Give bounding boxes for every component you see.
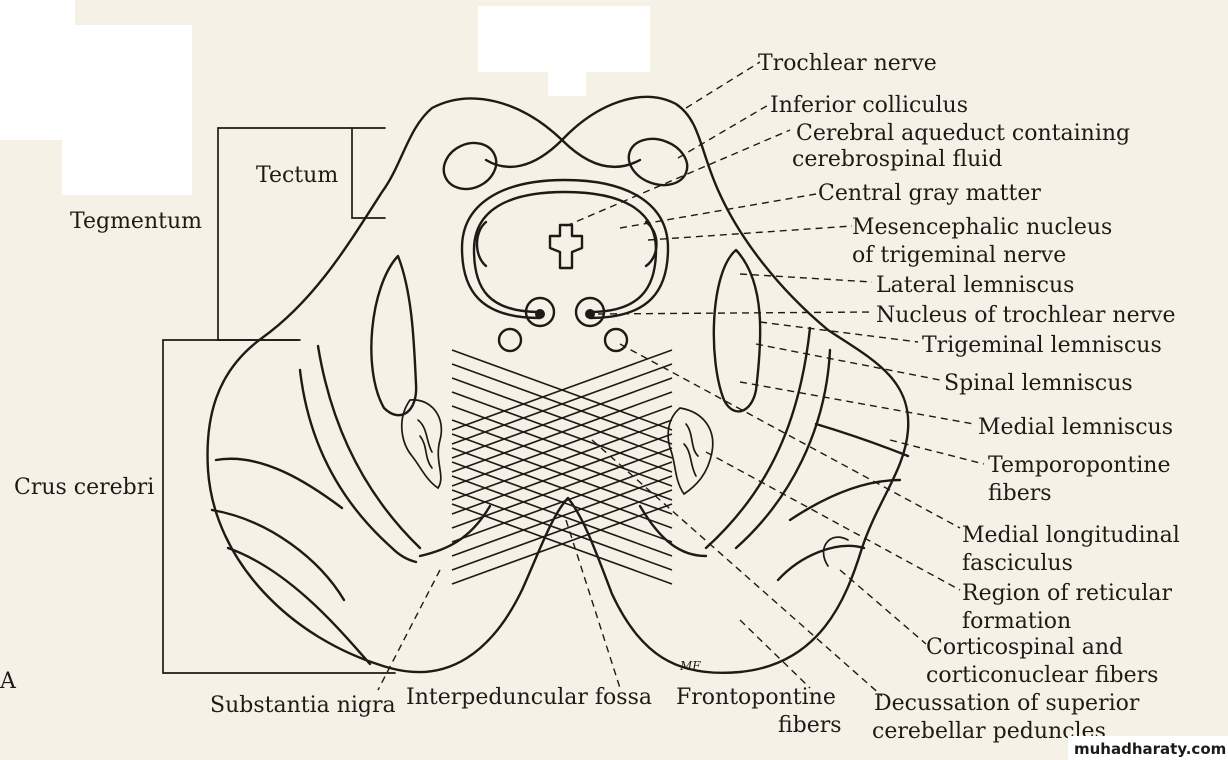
mesencephalic-nucleus-left xyxy=(475,220,488,268)
label-decussation-1: Decussation of superior xyxy=(874,691,1140,716)
label-spinal-lemniscus: Spinal lemniscus xyxy=(944,371,1133,396)
label-nucleus-trochlear: Nucleus of trochlear nerve xyxy=(876,303,1176,328)
decussation-fiber xyxy=(451,419,673,501)
tegmentum-bracket xyxy=(217,127,353,341)
crus-cerebri-bracket xyxy=(162,339,396,674)
leader-lines xyxy=(377,61,985,697)
label-substantia-nigra: Substantia nigra xyxy=(210,693,396,718)
mesencephalic-nucleus-right xyxy=(644,220,658,268)
label-frontopontine-1: Frontopontine xyxy=(676,685,836,710)
decussation-fiber xyxy=(451,461,673,543)
label-cerebral-aqueduct-1: Cerebral aqueduct containing xyxy=(796,121,1130,146)
crus-line-right-6 xyxy=(638,504,708,558)
mlf-right xyxy=(603,327,629,353)
label-inferior-colliculus: Inferior colliculus xyxy=(770,93,968,118)
inferior-colliculus-left xyxy=(442,141,498,191)
decussation-hatching xyxy=(451,349,673,585)
label-mesencephalic-2: of trigeminal nerve xyxy=(852,243,1066,268)
lemniscus-right xyxy=(712,248,762,413)
mlf-left xyxy=(497,327,523,353)
label-reticular-2: formation xyxy=(962,609,1071,634)
trochlear-nucleus-dot-right xyxy=(585,309,595,319)
tectum-bracket xyxy=(351,127,386,219)
decussation-fiber xyxy=(451,503,673,585)
label-temporopontine-2: fibers xyxy=(988,481,1052,506)
label-reticular-1: Region of reticular xyxy=(962,581,1173,606)
central-gray-matter-inner xyxy=(472,190,658,314)
decussation-fiber xyxy=(451,377,673,459)
lemniscus-left xyxy=(370,254,418,417)
decussation-fiber xyxy=(451,349,673,431)
label-medial-lemniscus: Medial lemniscus xyxy=(978,415,1173,440)
label-crus-cerebri: Crus cerebri xyxy=(14,475,154,500)
trochlear-nucleus-right xyxy=(574,296,606,328)
inferior-colliculus-right xyxy=(627,137,689,187)
label-corticospinal-2: corticonuclear fibers xyxy=(926,663,1158,688)
decussation-fiber xyxy=(451,489,673,571)
pen-mark xyxy=(822,536,849,567)
decussation-fiber xyxy=(451,447,673,529)
crus-line-right-5 xyxy=(776,544,866,582)
label-mlf-1: Medial longitudinal xyxy=(962,523,1180,548)
watermark: muhadharaty.com xyxy=(1074,740,1226,758)
substantia-nigra-right xyxy=(667,407,714,496)
decussation-fiber xyxy=(451,405,673,487)
label-decussation-2: cerebellar peduncles xyxy=(872,719,1106,744)
crus-line-left-1 xyxy=(316,344,422,550)
label-lateral-lemniscus: Lateral lemniscus xyxy=(876,273,1074,298)
crus-line-right-3 xyxy=(814,422,910,458)
label-trigeminal-lemniscus: Trigeminal lemniscus xyxy=(922,333,1162,358)
decussation-fiber xyxy=(451,391,673,473)
artist-initials: MF xyxy=(679,659,701,673)
decussation-fiber xyxy=(451,363,673,445)
central-gray-matter xyxy=(460,178,670,320)
crus-line-right-2 xyxy=(734,348,832,550)
label-frontopontine-2: fibers xyxy=(778,713,842,738)
cerebral-aqueduct xyxy=(548,223,584,270)
crus-line-left-5 xyxy=(226,546,372,666)
substantia-nigra-left xyxy=(400,399,443,490)
midbrain-outline xyxy=(206,95,910,675)
label-interpeduncular-fossa: Interpeduncular fossa xyxy=(406,685,652,710)
label-mlf-2: fasciculus xyxy=(962,551,1073,576)
watermark-background xyxy=(1068,736,1228,760)
trochlear-nucleus-left xyxy=(524,296,556,328)
crus-line-left-2 xyxy=(298,368,418,564)
label-mesencephalic-1: Mesencephalic nucleus xyxy=(852,215,1112,240)
crus-line-right-1 xyxy=(704,326,812,550)
label-temporopontine-1: Temporopontine xyxy=(988,453,1171,478)
crus-line-right-4 xyxy=(788,478,902,522)
whiteout-patch xyxy=(548,60,586,96)
whiteout-patch xyxy=(62,25,192,195)
label-tectum: Tectum xyxy=(256,163,338,188)
figure-letter: A xyxy=(0,669,17,694)
crus-line-left-4 xyxy=(210,508,346,602)
label-central-gray-matter: Central gray matter xyxy=(818,181,1041,206)
crus-line-left-3 xyxy=(214,457,344,510)
label-tegmentum: Tegmentum xyxy=(70,209,202,234)
decussation-fiber xyxy=(451,433,673,515)
label-corticospinal-1: Corticospinal and xyxy=(926,635,1123,660)
trochlear-nucleus-dot-left xyxy=(535,309,545,319)
label-cerebral-aqueduct-2: cerebrospinal fluid xyxy=(792,147,1002,172)
decussation-fiber xyxy=(451,475,673,557)
label-trochlear-nerve: Trochlear nerve xyxy=(758,51,937,76)
